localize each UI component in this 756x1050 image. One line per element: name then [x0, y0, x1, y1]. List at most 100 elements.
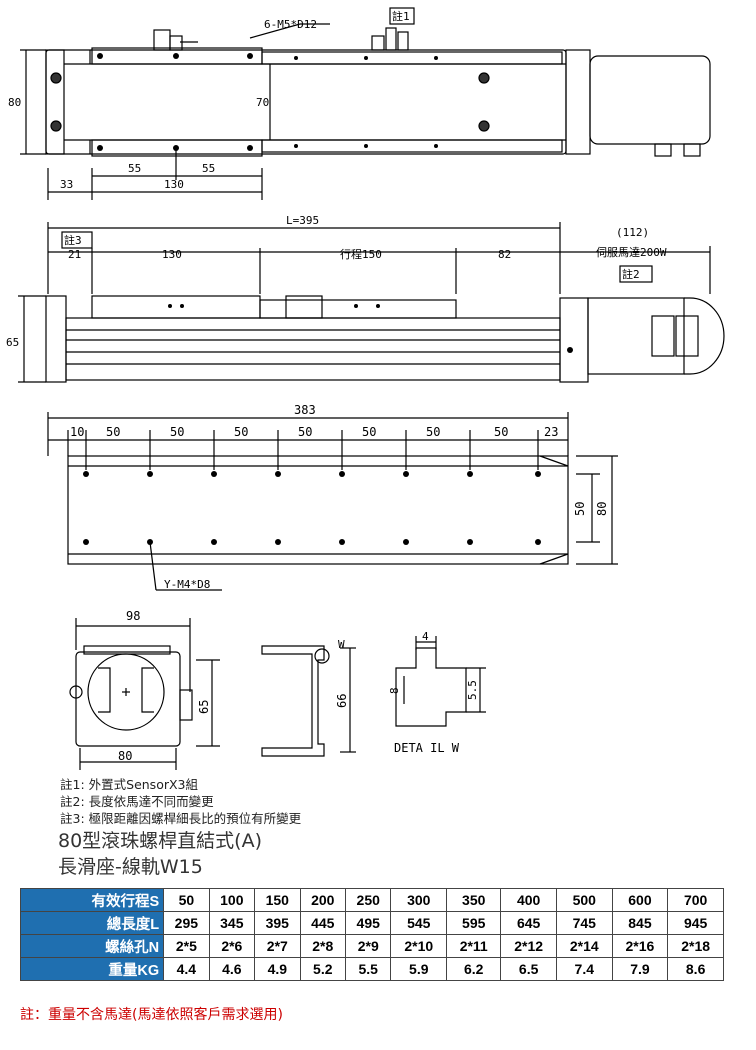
table-cell: 5.2 [299, 957, 347, 981]
table-cell: 445 [299, 911, 347, 935]
label-dim-21: 21 [68, 248, 81, 261]
label-dim-33: 33 [60, 178, 73, 191]
table-row: 有效行程S 50 100 150 200 250 300 350 400 500… [19, 888, 724, 912]
footnote: 註：重量不含馬達(馬達依照客戶需求選用) [20, 1007, 283, 1023]
label-dim-98: 98 [126, 609, 140, 623]
label-note2-tag: 註2 [622, 268, 640, 281]
table-cell: 645 [500, 911, 557, 935]
rail-profile [261, 645, 356, 757]
table-cell: 50 [163, 888, 210, 912]
label-pitch-5: 50 [362, 425, 376, 439]
label-note3-tag: 註3 [64, 234, 82, 247]
side-view [18, 222, 725, 383]
mechanical-drawing: 6-M5*D12 註1 80 70 55 55 33 130 L=395 註3 … [6, 7, 725, 770]
table-cell: 2*18 [667, 934, 724, 958]
table-cell: 395 [254, 911, 301, 935]
label-pitch-1: 50 [106, 425, 120, 439]
table-cell: 595 [446, 911, 502, 935]
label-dim-82: 82 [498, 248, 511, 261]
label-dim-stroke: 行程150 [340, 248, 382, 261]
label-servo: 伺服馬達200W [596, 246, 667, 259]
table-cell: 400 [500, 888, 557, 912]
label-pitch-4: 50 [298, 425, 312, 439]
table-cell: 8.6 [667, 957, 724, 981]
detail-w [395, 636, 486, 727]
label-pitch-6: 50 [426, 425, 440, 439]
table-cell: 5.5 [344, 957, 392, 981]
table-cell: 600 [611, 888, 669, 912]
label-dim-4: 4 [422, 630, 429, 643]
label-dim-65-side: 65 [6, 336, 19, 349]
label-dim-112: (112) [616, 226, 649, 239]
table-cell: 4.6 [208, 957, 256, 981]
table-row: 螺絲孔N 2*5 2*6 2*7 2*8 2*9 2*10 2*11 2*12 … [19, 934, 724, 958]
label-dim-70: 70 [256, 96, 269, 109]
notes: 註1: 外置式SensorX3組 註2: 長度依馬達不同而變更 註3: 極限距離… [60, 776, 301, 827]
table-cell: 4.9 [254, 957, 301, 981]
label-dim-55b: 55 [202, 162, 215, 175]
row-label: 總長度L [19, 911, 165, 935]
table-cell: 2*10 [390, 934, 448, 958]
label-dim-50-right: 50 [573, 502, 587, 516]
label-dim-W: W [338, 638, 345, 651]
table-cell: 495 [344, 911, 392, 935]
label-base-holes: Y-M4*D8 [164, 578, 210, 591]
product-title: 80型滾珠螺桿直結式(A) 長滑座-線軌W15 [58, 828, 262, 880]
label-pitch-2: 50 [170, 425, 184, 439]
label-dim-383: 383 [294, 403, 316, 417]
table-cell: 2*14 [555, 934, 613, 958]
table-cell: 2*11 [446, 934, 502, 958]
table-cell: 2*8 [299, 934, 347, 958]
label-dim-80-left: 80 [8, 96, 21, 109]
label-pitch-3: 50 [234, 425, 248, 439]
label-dim-23: 23 [544, 425, 558, 439]
table-cell: 7.9 [611, 957, 669, 981]
label-dim-10: 10 [70, 425, 84, 439]
spec-table: 有效行程S 50 100 150 200 250 300 350 400 500… [19, 888, 724, 981]
table-cell: 2*16 [611, 934, 669, 958]
table-cell: 5.9 [390, 957, 448, 981]
table-cell: 845 [611, 911, 669, 935]
table-cell: 545 [390, 911, 448, 935]
label-dim-65-end: 65 [197, 700, 211, 714]
label-note1-tag: 註1 [392, 10, 410, 23]
table-cell: 200 [299, 888, 347, 912]
note-3: 註3: 極限距離因螺桿細長比的預位有所變更 [60, 811, 302, 826]
table-cell: 2*6 [208, 934, 256, 958]
label-dim-66: 66 [335, 694, 349, 708]
table-cell: 945 [667, 911, 724, 935]
row-label: 螺絲孔N [19, 934, 165, 958]
table-cell: 295 [163, 911, 210, 935]
label-dim-130-side: 130 [162, 248, 182, 261]
table-cell: 2*12 [500, 934, 557, 958]
label-detail-w: DETA IL W [394, 741, 460, 755]
end-view [69, 618, 220, 770]
label-dim-55a: 55 [128, 162, 141, 175]
table-cell: 345 [208, 911, 256, 935]
table-row: 總長度L 295 345 395 445 495 545 595 645 745… [19, 911, 724, 935]
note-1: 註1: 外置式SensorX3組 [60, 777, 199, 792]
table-cell: 4.4 [163, 957, 210, 981]
label-top-holes: 6-M5*D12 [264, 18, 317, 31]
table-cell: 500 [555, 888, 613, 912]
table-cell: 100 [208, 888, 256, 912]
table-row: 重量KG 4.4 4.6 4.9 5.2 5.5 5.9 6.2 6.5 7.4… [19, 957, 724, 981]
label-dim-L: L=395 [286, 214, 319, 227]
label-dim-80-bottom: 80 [118, 749, 132, 763]
label-dim-130-top: 130 [164, 178, 184, 191]
label-dim-5-5: 5.5 [466, 680, 479, 700]
table-cell: 7.4 [555, 957, 613, 981]
table-cell: 6.5 [500, 957, 557, 981]
table-cell: 2*7 [254, 934, 301, 958]
table-cell: 2*5 [163, 934, 210, 958]
row-label: 有效行程S [19, 888, 165, 912]
label-dim-8: 8 [388, 687, 401, 694]
label-pitch-7: 50 [494, 425, 508, 439]
table-cell: 700 [667, 888, 724, 912]
note-2: 註2: 長度依馬達不同而變更 [60, 794, 214, 809]
table-cell: 300 [390, 888, 448, 912]
label-dim-80-right: 80 [595, 502, 609, 516]
table-cell: 250 [344, 888, 392, 912]
title-line-2: 長滑座-線軌W15 [58, 856, 203, 878]
table-cell: 6.2 [446, 957, 502, 981]
